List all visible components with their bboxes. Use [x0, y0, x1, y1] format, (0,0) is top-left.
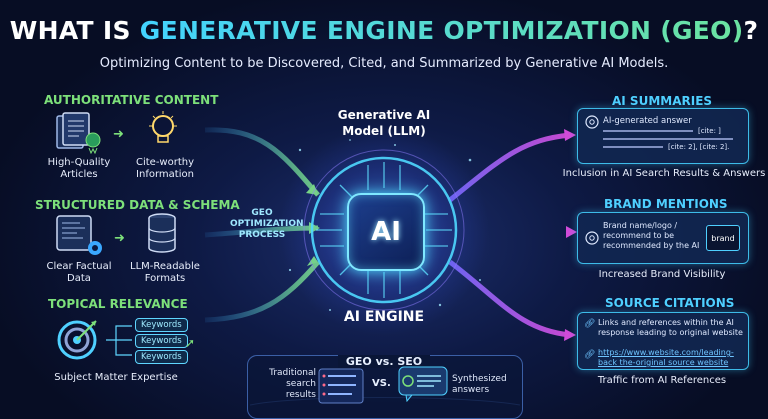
model-label: Generative AI Model (LLM): [337, 108, 431, 138]
branch-connector: [106, 325, 132, 356]
citations-panel-text: Links and references within the AI respo…: [598, 318, 743, 337]
arrow-icon: ➜: [113, 127, 124, 142]
summaries-heading: AI SUMMARIES: [612, 94, 713, 108]
arrow-icon: ➜: [114, 231, 125, 246]
page-subtitle: Optimizing Content to be Discovered, Cit…: [99, 56, 669, 71]
vs-label: VS.: [372, 378, 391, 389]
text-line: [603, 130, 693, 132]
cursor-icon: ➚: [185, 336, 196, 350]
search-results-icon: [318, 368, 364, 404]
geo-vs-seo-heading: GEO vs. SEO: [337, 355, 431, 368]
openai-icon: [585, 231, 599, 245]
traditional-results-label: Traditional search results: [269, 368, 316, 400]
high-quality-articles-label: High-Quality Articles: [47, 157, 111, 180]
target-icon: [57, 320, 97, 360]
code-document-icon: [56, 215, 102, 255]
keyword-tag: Keywords: [135, 318, 188, 332]
authoritative-heading: AUTHORITATIVE CONTENT: [44, 93, 219, 107]
engine-label: AI ENGINE: [343, 309, 425, 325]
geo-vs-seo-heading-wrap: GEO vs. SEO: [247, 350, 521, 369]
summaries-panel-title: AI-generated answer: [603, 116, 692, 126]
ai-chip-label: AI: [371, 217, 401, 247]
brand-heading: BRAND MENTIONS: [604, 197, 728, 211]
title-suffix: ?: [743, 16, 759, 45]
text-line: [603, 138, 733, 140]
llm-readable-label: LLM-Readable Formats: [130, 261, 200, 284]
brand-caption: Increased Brand Visibility: [598, 269, 726, 280]
subject-matter-label: Subject Matter Expertise: [54, 372, 178, 383]
title-prefix: WHAT IS: [9, 16, 140, 45]
brand-panel: Brand name/logo / recommend to be recomm…: [577, 212, 749, 264]
citation-url-link[interactable]: https://www.website.com/leading-back the…: [598, 348, 734, 367]
brand-badge: brand: [706, 225, 740, 251]
cite-worthy-label: Cite-worthy Information: [135, 157, 195, 180]
chat-answer-icon: [398, 366, 448, 402]
structured-heading: STRUCTURED DATA & SCHEMA: [35, 198, 240, 212]
title-highlight: GENERATIVE ENGINE OPTIMIZATION (GEO): [139, 16, 744, 45]
page-title: WHAT IS GENERATIVE ENGINE OPTIMIZATION (…: [0, 16, 768, 45]
citations-panel: 🔗︎ Links and references within the AI re…: [577, 312, 749, 370]
synthesized-answers-label: Synthesized answers: [452, 374, 507, 395]
summaries-caption: Inclusion in AI Search Results & Answers: [562, 168, 766, 179]
process-label: GEO OPTIMIZATION PROCESS: [230, 208, 304, 240]
lightbulb-icon: [149, 111, 177, 143]
clear-factual-data-label: Clear Factual Data: [46, 261, 112, 284]
database-icon: [148, 213, 176, 253]
citations-caption: Traffic from AI References: [597, 375, 727, 386]
link-icon: 🔗︎: [584, 350, 596, 360]
keyword-tag: Keywords: [135, 334, 188, 348]
cite-label: [cite: ]: [698, 127, 721, 135]
ai-chip: AI: [347, 193, 425, 271]
openai-icon: [585, 115, 599, 129]
topical-heading: TOPICAL RELEVANCE: [48, 297, 188, 311]
text-line: [603, 146, 663, 148]
cite-label: [cite: 2], [cite: 2].: [668, 143, 730, 151]
link-icon: 🔗︎: [584, 319, 596, 329]
citations-heading: SOURCE CITATIONS: [605, 296, 735, 310]
summaries-panel: AI-generated answer [cite: ] [cite: 2], …: [577, 108, 749, 164]
articles-icon: [56, 112, 101, 154]
keyword-tag: Keywords: [135, 350, 188, 364]
brand-panel-text: Brand name/logo / recommend to be recomm…: [603, 221, 700, 250]
